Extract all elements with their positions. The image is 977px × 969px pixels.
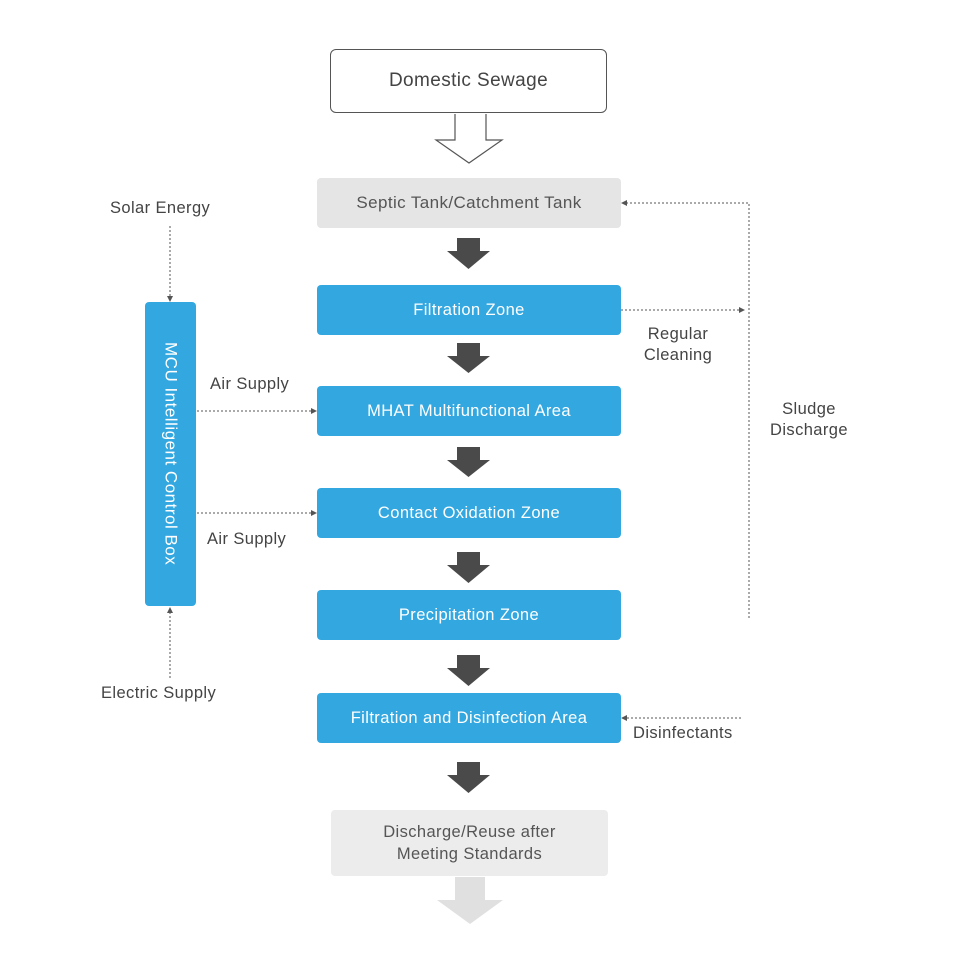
mcu-control-box-label: MCU Intelligent Control Box [161, 342, 181, 566]
contact-oxidation-label: Contact Oxidation Zone [377, 503, 561, 522]
regular-cleaning-line-1: Regular [647, 325, 709, 343]
filtration-disinfection-label: Filtration and Disinfection Area [350, 708, 588, 727]
sludge-discharge-line-2: Discharge [770, 421, 848, 439]
solar-energy-label: Solar Energy [110, 199, 211, 217]
precipitation-zone-box: Precipitation Zone [317, 590, 621, 640]
regular-cleaning-label: Regular Cleaning [632, 324, 724, 366]
contact-oxidation-box: Contact Oxidation Zone [317, 488, 621, 538]
regular-cleaning-line-2: Cleaning [643, 346, 713, 364]
flow-arrow-oxidation-to-precipitation [447, 552, 490, 583]
mhat-area-label: MHAT Multifunctional Area [367, 401, 571, 420]
precipitation-zone-label: Precipitation Zone [398, 605, 540, 624]
septic-tank-box: Septic Tank/Catchment Tank [317, 178, 621, 228]
flow-arrow-filtration-to-mhat [447, 343, 490, 373]
domestic-sewage-label: Domestic Sewage [388, 70, 549, 91]
septic-tank-label: Septic Tank/Catchment Tank [356, 193, 582, 212]
discharge-box: Discharge/Reuse after Meeting Standards [331, 810, 608, 876]
filtration-zone-label: Filtration Zone [413, 300, 525, 319]
sludge-discharge-connector [621, 200, 750, 618]
disinfectants-label: Disinfectants [633, 724, 733, 742]
electric-supply-label: Electric Supply [101, 684, 217, 702]
flow-arrow-precipitation-to-disinfection [447, 655, 490, 686]
air-supply-label-2: Air Supply [207, 530, 287, 548]
hollow-flow-arrow [434, 114, 504, 164]
mhat-area-box: MHAT Multifunctional Area [317, 386, 621, 436]
sludge-discharge-line-1: Sludge [782, 400, 836, 418]
filtration-zone-box: Filtration Zone [317, 285, 621, 335]
domestic-sewage-box: Domestic Sewage [330, 49, 607, 113]
mcu-control-box: MCU Intelligent Control Box [145, 302, 196, 606]
air-supply-label-1: Air Supply [210, 375, 290, 393]
sludge-discharge-label: Sludge Discharge [760, 399, 858, 441]
discharge-label: Discharge/Reuse after Meeting Standards [383, 823, 556, 863]
flow-arrow-mhat-to-oxidation [447, 447, 490, 477]
filtration-disinfection-box: Filtration and Disinfection Area [317, 693, 621, 743]
flow-arrow-septic-to-filtration [447, 238, 490, 269]
flow-arrow-disinfection-to-discharge [447, 762, 490, 793]
flow-arrow-discharge-out [437, 877, 503, 924]
